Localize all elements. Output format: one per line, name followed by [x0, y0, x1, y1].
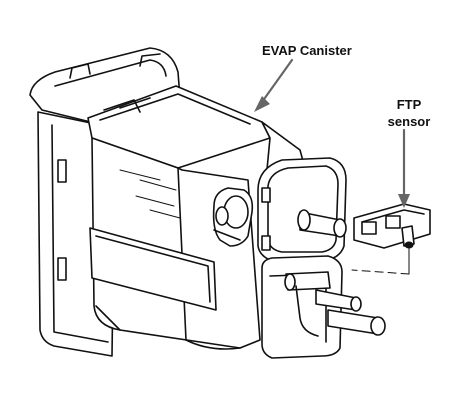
valve-housing	[257, 157, 347, 263]
lower-fittings	[261, 255, 386, 359]
sensor-connection	[351, 247, 410, 275]
ftp-sensor-label-line1: FTP	[396, 97, 422, 112]
evap-canister-label: EVAP Canister	[262, 43, 352, 58]
evap-arrow	[254, 58, 294, 112]
ftp-sensor	[353, 203, 431, 249]
ftp-sensor-label: FTP sensor	[366, 96, 452, 130]
purge-fitting	[212, 187, 254, 247]
ftp-arrow	[398, 128, 410, 208]
ftp-sensor-label-line2: sensor	[387, 114, 431, 129]
